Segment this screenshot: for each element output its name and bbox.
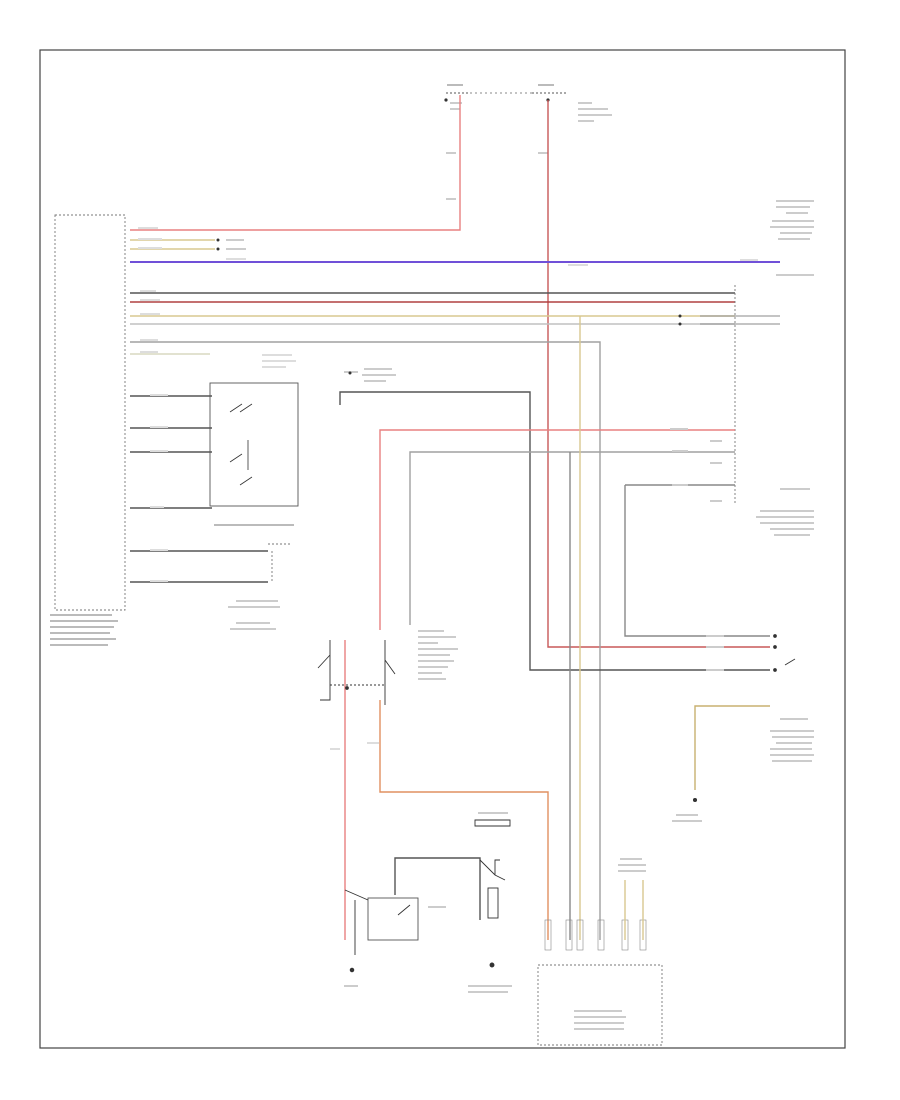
control-module-left [54, 214, 126, 611]
control-module-right-label [756, 274, 814, 536]
switch-module-box [209, 382, 299, 507]
wire-sensor [394, 857, 481, 920]
connector-pins-top [216, 238, 246, 251]
fuse-left [444, 84, 470, 200]
diagram-frame [39, 49, 846, 1049]
wire-grey-relay-top [339, 391, 770, 671]
switch-module-label [214, 524, 294, 526]
relay-label [344, 368, 396, 382]
module-connectors-bottom [544, 919, 647, 951]
control-module-left-label [50, 614, 118, 646]
misc-wire-labels [138, 227, 758, 750]
wire-grey-relay2 [409, 451, 735, 625]
sensor-symbol [474, 819, 511, 968]
control-module-bottom-label [574, 858, 646, 1030]
wire-stub-right [678, 314, 780, 326]
wire-orange [379, 700, 549, 940]
brake-switch-label [228, 600, 280, 630]
wire-grey-5 [130, 341, 601, 940]
wire-olive [694, 705, 770, 790]
actuator-label [344, 906, 446, 987]
switch-right-contacts [692, 634, 796, 803]
switch-right-label [672, 718, 814, 822]
wire-red-fuse-right [547, 100, 770, 648]
relay-center-label [418, 630, 458, 680]
switch-module-contacts [229, 403, 253, 486]
sensor-label [468, 812, 512, 993]
actuator-symbol [344, 889, 411, 973]
wire-red-relay [344, 429, 735, 745]
fuse-right [532, 84, 612, 154]
relay-contacts [317, 640, 396, 705]
brake-switch-dashed [268, 543, 292, 582]
actuator-box [367, 897, 419, 941]
wire-labels-right [670, 428, 724, 671]
wire-grey-right [624, 484, 770, 637]
control-module-bottom [537, 964, 663, 1046]
wire-red-top [130, 95, 461, 231]
module-top-right-label [770, 200, 814, 240]
